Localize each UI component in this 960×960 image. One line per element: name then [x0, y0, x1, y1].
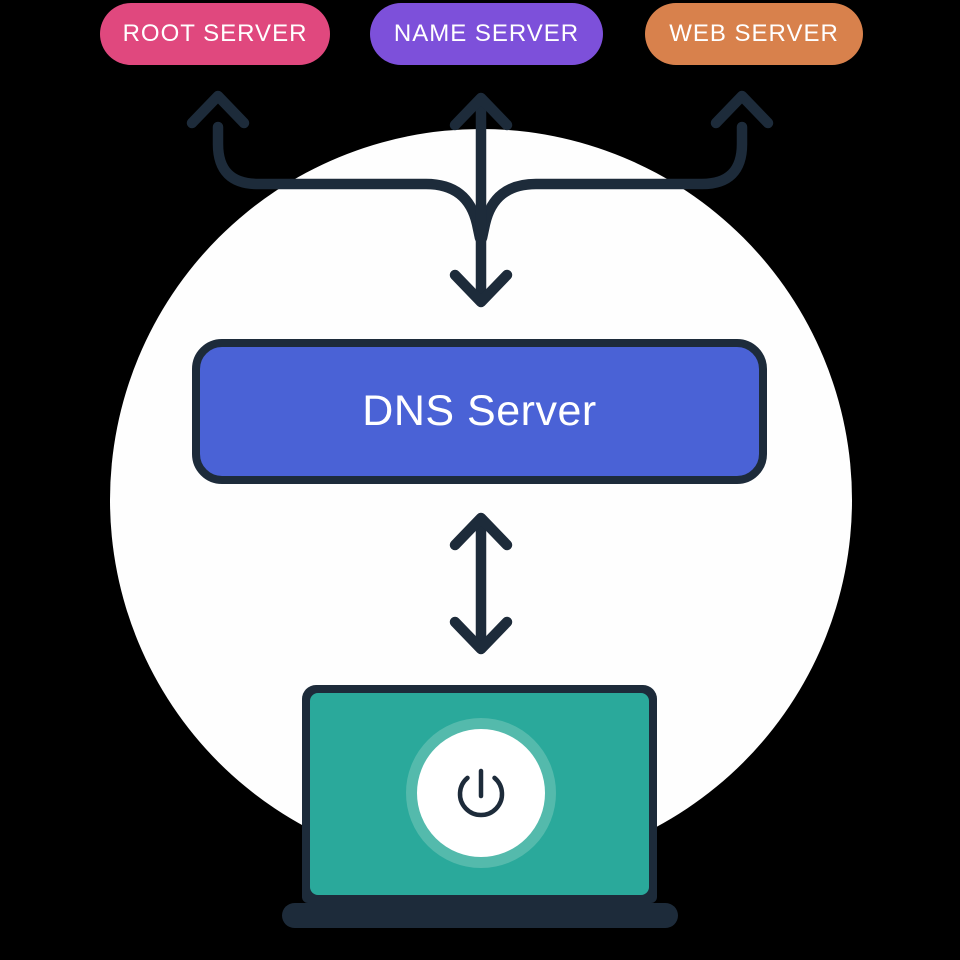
node-root-server-label: ROOT SERVER	[122, 20, 308, 47]
arrow-to-root-server	[186, 90, 486, 244]
arrow-to-name-server	[449, 92, 513, 308]
arrowhead-up-icon	[449, 512, 513, 551]
arrow-to-client	[449, 512, 513, 655]
node-web-server-label: WEB SERVER	[669, 20, 839, 47]
arrowhead-down-icon	[449, 616, 513, 655]
power-icon	[457, 768, 505, 818]
node-root-server: ROOT SERVER	[100, 3, 330, 65]
node-dns-server: DNS Server	[192, 339, 767, 484]
arrowhead-up-icon	[449, 92, 513, 131]
power-button	[406, 718, 556, 868]
node-dns-server-label: DNS Server	[362, 387, 597, 435]
node-name-server: NAME SERVER	[370, 3, 603, 65]
laptop-base	[282, 903, 678, 928]
arrowhead-up-icon	[710, 90, 774, 129]
arrowhead-up-icon	[186, 90, 250, 129]
arrowhead-down-icon	[449, 269, 513, 308]
arrow-to-web-server	[476, 90, 774, 244]
node-web-server: WEB SERVER	[645, 3, 863, 65]
laptop-screen	[310, 693, 649, 895]
node-name-server-label: NAME SERVER	[393, 20, 580, 47]
laptop	[302, 685, 657, 903]
